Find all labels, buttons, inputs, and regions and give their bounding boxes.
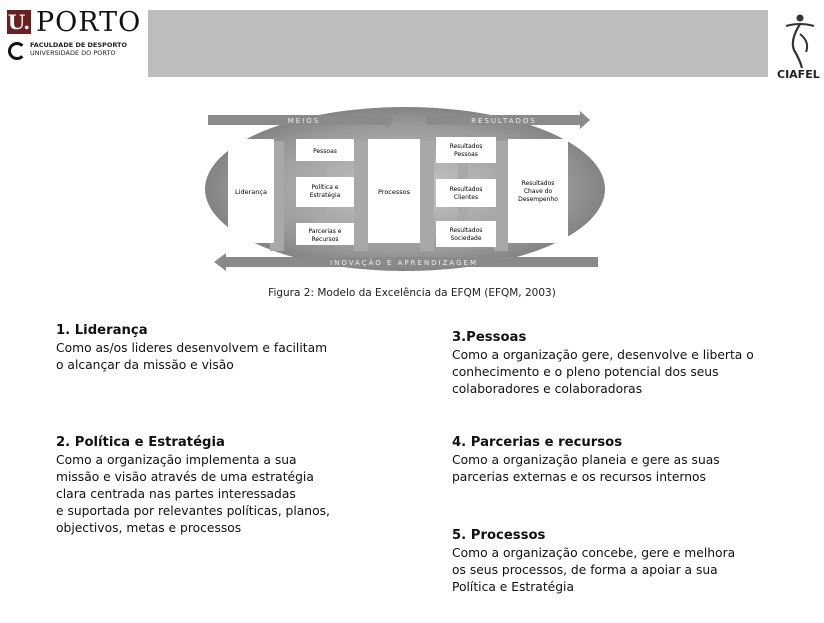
- uporto-logo-name: PORTO: [36, 7, 142, 38]
- box-parcerias: [296, 223, 354, 245]
- box-res-pessoas-label-2: Pessoas: [454, 151, 478, 158]
- logo-faculty-line: FACULDADE DE DESPORTO: [30, 41, 128, 49]
- box-politica-label-2: Estratégia: [310, 192, 341, 199]
- box-res-sociedade: [436, 221, 496, 247]
- section-line: e suportada por relevantes políticas, pl…: [56, 504, 330, 518]
- section-title: 4. Parcerias e recursos: [452, 435, 623, 450]
- section-line: conhecimento e o pleno potencial dos seu…: [452, 365, 719, 379]
- uporto-logo-mark: U.: [7, 10, 31, 34]
- ciafel-logo-text: CIAFEL: [777, 68, 820, 81]
- figure-caption: Figura 2: Modelo da Excelência da EFQM (…: [268, 287, 556, 299]
- header-banner: [148, 10, 768, 77]
- label-resultados: RESULTADOS: [471, 117, 537, 125]
- box-parcerias-label-2: Recursos: [311, 236, 338, 243]
- section-title: 5. Processos: [452, 528, 546, 543]
- section-title: 1. Liderança: [56, 323, 148, 338]
- box-politica: [296, 177, 354, 207]
- box-lideranca: [228, 139, 274, 243]
- box-politica-label-1: Política e: [311, 184, 338, 191]
- section-title: 2. Política e Estratégia: [56, 435, 225, 450]
- section-line: missão e visão através de uma estratégia: [56, 470, 314, 484]
- efqm-model-diagram: MEIOS RESULTADOS INOVAÇÃO E APRENDIZAGEM…: [205, 107, 605, 271]
- box-res-sociedade-label-2: Sociedade: [450, 235, 481, 242]
- box-res-clientes: [436, 179, 496, 207]
- uporto-c-icon: [8, 42, 26, 60]
- box-pessoas: [296, 139, 354, 161]
- section-line: Como a organização gere, desenvolve e li…: [452, 348, 754, 362]
- section-line: Como a organização concebe, gere e melho…: [452, 546, 736, 560]
- section-line: Como as/os lideres desenvolvem e facilit…: [56, 341, 328, 355]
- logo-university-line: UNIVERSIDADE DO PORTO: [30, 49, 116, 57]
- section-line: objectivos, metas e processos: [56, 521, 242, 535]
- section-pessoas: 3.Pessoas Como a organização gere, desen…: [452, 329, 812, 398]
- box-res-pessoas: [436, 137, 496, 163]
- box-processos-label: Processos: [378, 188, 411, 196]
- box-res-chave: [508, 139, 568, 243]
- section-line: os seus processos, de forma a apoiar a s…: [452, 563, 718, 577]
- box-parcerias-label-1: Parcerias e: [309, 228, 342, 235]
- section-line: Política e Estratégia: [452, 580, 574, 594]
- section-line: colaboradores e colaboradoras: [452, 382, 643, 396]
- box-res-chave-label-3: Desempenho: [518, 196, 558, 203]
- label-inovacao: INOVAÇÃO E APRENDIZAGEM: [330, 258, 478, 267]
- box-res-sociedade-label-1: Resultados: [450, 227, 483, 234]
- section-politica: 2. Política e Estratégia Como a organiza…: [56, 434, 396, 537]
- section-line: Como a organização planeia e gere as sua…: [452, 453, 720, 467]
- section-processos: 5. Processos Como a organização concebe,…: [452, 527, 812, 596]
- box-res-pessoas-label-1: Resultados: [450, 143, 483, 150]
- box-res-chave-label-2: Chave do: [524, 188, 553, 195]
- section-parcerias: 4. Parcerias e recursos Como a organizaç…: [452, 434, 812, 486]
- section-line: parcerias externas e os recursos interno…: [452, 470, 706, 484]
- section-line: Como a organização implementa a sua: [56, 453, 297, 467]
- box-processos: [368, 139, 420, 243]
- section-line: clara centrada nas partes interessadas: [56, 487, 296, 501]
- box-res-chave-label-1: Resultados: [522, 180, 555, 187]
- ciafel-figure-icon: [785, 14, 815, 69]
- section-line: o alcançar da missão e visão: [56, 358, 234, 372]
- box-res-clientes-label-2: Clientes: [454, 194, 478, 201]
- section-title: 3.Pessoas: [452, 330, 527, 345]
- section-lideranca: 1. Liderança Como as/os lideres desenvol…: [56, 322, 396, 374]
- label-meios: MEIOS: [288, 117, 320, 125]
- box-pessoas-label: Pessoas: [313, 148, 337, 155]
- box-lideranca-label: Liderança: [235, 188, 267, 196]
- box-res-clientes-label-1: Resultados: [450, 186, 483, 193]
